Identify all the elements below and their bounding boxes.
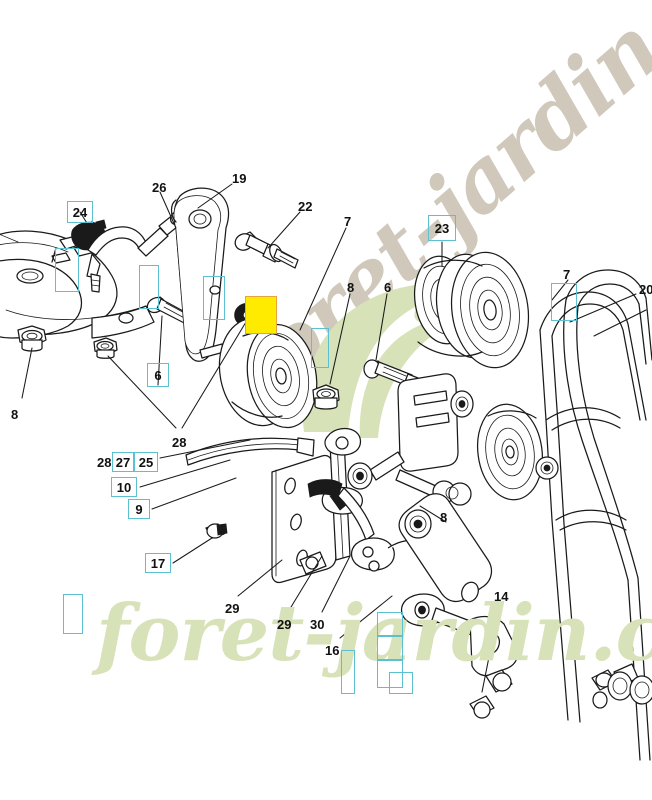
callout-box-23[interactable]: 23	[428, 215, 456, 241]
empty-box-belt-guide[interactable]	[551, 283, 577, 321]
part-label-30: 30	[310, 617, 325, 632]
callout-box-6[interactable]: 6	[147, 363, 169, 387]
callout-box-24[interactable]: 24	[67, 201, 93, 223]
part-label-8: 8	[440, 510, 448, 525]
arm-plate-part-19	[170, 187, 230, 362]
nut-center-part-8	[312, 384, 340, 410]
empty-box-bracket[interactable]	[55, 248, 79, 292]
left-bracket-plate	[0, 219, 155, 339]
empty-box-lower-mid[interactable]	[341, 650, 355, 694]
callout-box-25[interactable]: 25	[134, 452, 158, 472]
mid-right-pulley	[476, 403, 544, 501]
callout-box-10[interactable]: 10	[111, 477, 137, 497]
part-label-7: 7	[563, 267, 571, 282]
part-label-28: 28	[97, 455, 112, 470]
empty-box-stack-3[interactable]	[377, 660, 403, 688]
callout-box-17[interactable]: 17	[145, 553, 171, 573]
part-label-8: 8	[11, 407, 19, 422]
empty-box-lower-left[interactable]	[63, 594, 83, 634]
empty-box-arm[interactable]	[203, 276, 225, 320]
part-label-6: 6	[384, 280, 392, 295]
part-label-19: 19	[232, 171, 247, 186]
part-label-28: 28	[172, 435, 187, 450]
empty-box-rod[interactable]	[139, 265, 159, 309]
part-label-14: 14	[494, 589, 509, 604]
idler-pulley-left	[218, 317, 318, 429]
nut-part-8	[17, 325, 47, 352]
cross-tube	[185, 437, 315, 466]
part-label-7: 7	[344, 214, 352, 229]
bottom-right-hardware	[469, 695, 495, 719]
empty-box-pulley[interactable]	[311, 328, 329, 368]
pulley-stack-part-23	[413, 251, 530, 369]
empty-box-stack-2[interactable]	[377, 636, 403, 660]
part-label-26: 26	[152, 180, 167, 195]
callout-box-27[interactable]: 27	[112, 452, 134, 472]
bolt-part-22	[234, 231, 299, 269]
empty-box-stack-4[interactable]	[389, 672, 413, 694]
lower-arm-part-30	[337, 487, 425, 572]
nut-small-left	[93, 337, 118, 359]
callout-box-9[interactable]: 9	[128, 499, 150, 519]
selected-part-highlight	[245, 296, 277, 334]
fitting-part-17	[205, 523, 228, 539]
part-label-29: 29	[277, 617, 292, 632]
center-mount-bracket	[347, 373, 474, 506]
part-label-16: 16	[325, 643, 340, 658]
part-label-20: 20	[639, 282, 652, 297]
empty-box-stack-1[interactable]	[377, 612, 403, 636]
part-label-8: 8	[347, 280, 355, 295]
part-label-29: 29	[225, 601, 240, 616]
leader-lines	[21, 183, 647, 693]
part-label-22: 22	[298, 199, 313, 214]
belt-frame-rails	[535, 269, 652, 761]
